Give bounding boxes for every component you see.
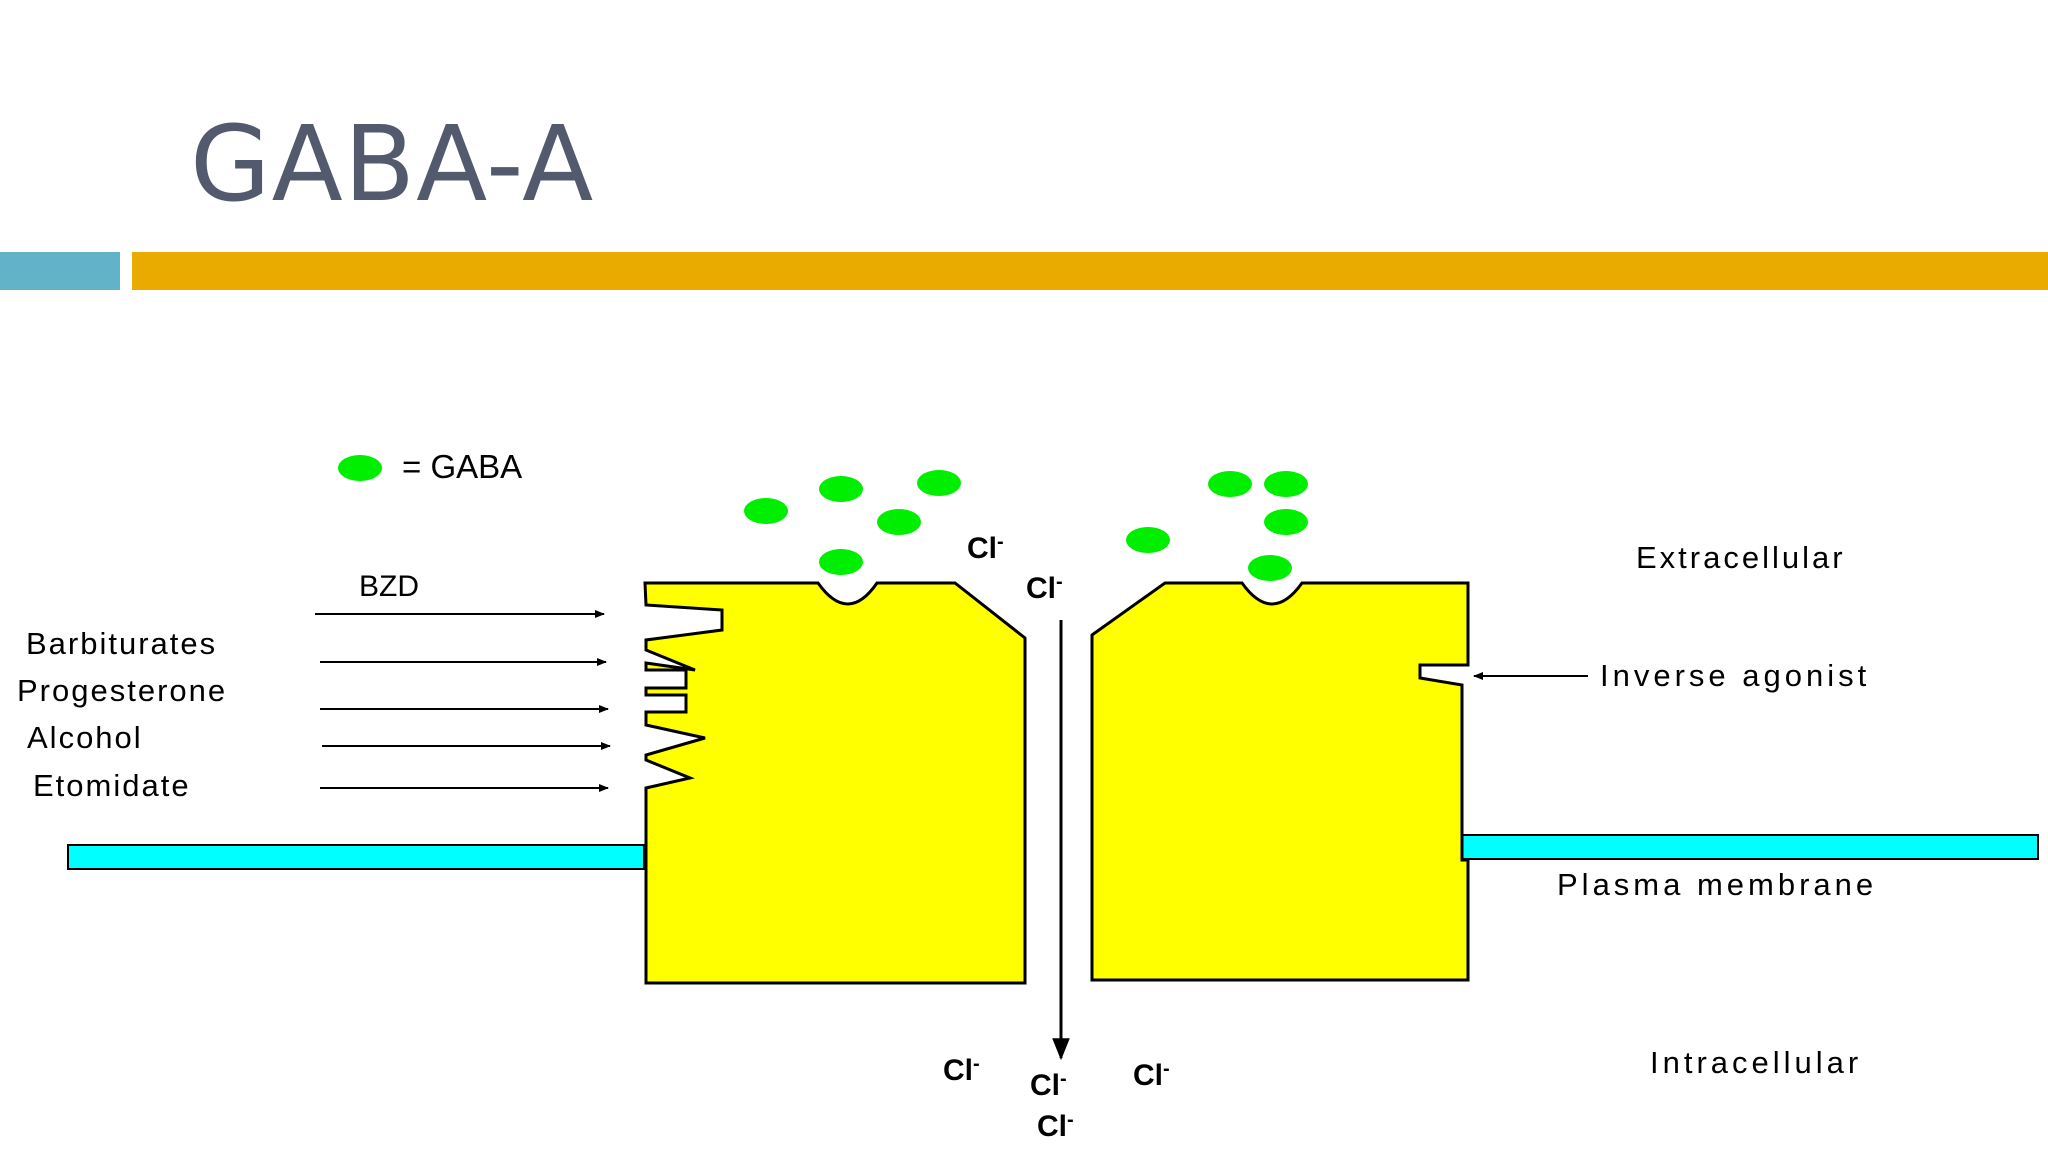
receptor-subunit-left: [643, 581, 1027, 985]
gaba-molecule: [917, 470, 961, 496]
binding-arrows: [315, 610, 1588, 792]
gaba-molecules: [338, 455, 1308, 581]
gaba-molecule: [1248, 555, 1292, 581]
accent-bar-blue: [0, 252, 120, 290]
label-barbiturates: Barbiturates: [26, 626, 217, 661]
label-plasma-membrane: Plasma membrane: [1557, 867, 1877, 902]
chloride-ions: Cl- Cl- Cl- Cl- Cl- Cl-: [943, 531, 1170, 1143]
gaba-molecule: [1264, 471, 1308, 497]
plasma-membrane-right: [1461, 834, 2039, 860]
gaba-molecule: [1126, 527, 1170, 553]
plasma-membrane-left: [67, 844, 645, 870]
legend-text: = GABA: [402, 448, 522, 485]
gaba-molecule: [1208, 471, 1252, 497]
label-etomidate: Etomidate: [33, 768, 191, 803]
chloride-ion: Cl-: [1030, 1068, 1067, 1102]
accent-bar-gold: [132, 252, 2048, 290]
slide-title: GABA-A: [190, 103, 595, 225]
gaba-molecule: [819, 476, 863, 502]
chloride-ion: Cl-: [1026, 571, 1063, 605]
label-inverse-agonist: Inverse agonist: [1600, 658, 1870, 693]
gaba-molecule: [338, 455, 382, 481]
chloride-ion: Cl-: [1037, 1109, 1074, 1143]
label-alcohol: Alcohol: [27, 720, 143, 755]
gaba-molecule: [744, 498, 788, 524]
label-bzd: BZD: [359, 570, 419, 603]
label-extracellular: Extracellular: [1636, 540, 1846, 575]
label-progesterone: Progesterone: [17, 673, 227, 708]
chloride-ion: Cl-: [967, 531, 1004, 565]
gaba-molecule: [877, 509, 921, 535]
gaba-molecule: [819, 549, 863, 575]
chloride-ion: Cl-: [943, 1053, 980, 1087]
gaba-molecule: [1264, 509, 1308, 535]
chloride-ion: Cl-: [1133, 1058, 1170, 1092]
receptor-subunit-right: [1090, 581, 1470, 982]
label-intracellular: Intracellular: [1650, 1045, 1862, 1080]
